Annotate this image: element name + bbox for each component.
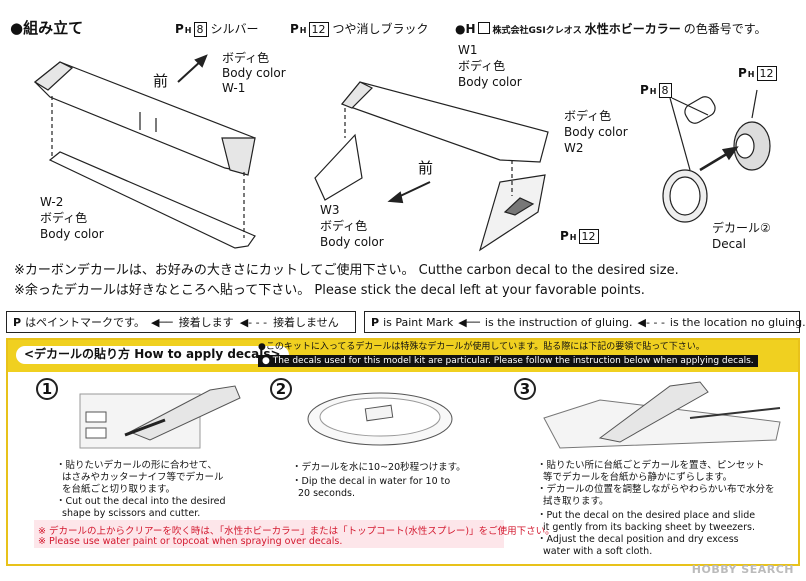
watermark-logo: HOBBY SEARCH [691, 563, 794, 577]
step-1-jp-3: を台紙ごと切り取ります。 [62, 484, 176, 495]
decal-label-en: Decal [712, 237, 746, 251]
step-3-en-2: it gently from its backing sheet by twee… [543, 522, 756, 533]
step-2-en-1: ・Dip the decal in water for 10 to [292, 476, 451, 487]
step-2-illustration [307, 392, 453, 446]
step-1-en-1: ・Cut out the decal into the desired [56, 496, 226, 507]
legend-en-noglue: is the location no gluing. [669, 315, 806, 329]
noglue-arrow-icon: ◀- - - [239, 315, 268, 329]
front-label-mid: 前 [418, 159, 434, 177]
step-1-en-2: shape by scissors and cutter. [62, 508, 201, 519]
step-3-number: 3 [514, 378, 536, 400]
glue-arrow-icon: ◀── [150, 315, 173, 329]
front-arrow-mid [387, 181, 431, 204]
step-3-jp-3: ・デカールの位置を調整しながらやわらかい布で水分を [537, 484, 775, 495]
legend-en-glue: is the instruction of gluing. [484, 315, 633, 329]
w2-left-en: Body color [40, 227, 104, 241]
paint-number: 12 [756, 66, 777, 81]
w1-left-jp: ボディ色 [222, 51, 270, 65]
step-2-number: 2 [270, 378, 292, 400]
part-w1-mid [340, 81, 549, 163]
w1-mid-en: Body color [458, 75, 522, 89]
step-1-number: 1 [36, 378, 58, 400]
step-3-en-4: water with a soft cloth. [543, 546, 653, 557]
legend-en: P is Paint Mark ◀── is the instruction o… [364, 311, 806, 333]
glue-arrow-icon: ◀── [458, 315, 480, 329]
note-carbon-decal: ※カーボンデカールは、お好みの大きさにカットしてご使用下さい。 Cutthe c… [14, 263, 679, 278]
note-leftover-decal: ※余ったデカールは好きなところへ貼って下さい。 Please stick the… [14, 283, 645, 298]
assembly-diagram [33, 54, 771, 252]
w1-left-id: W-1 [222, 81, 246, 95]
paint-number: 12 [308, 22, 329, 37]
part-w3 [314, 133, 363, 201]
w1-left-en: Body color [222, 66, 286, 80]
step-3-illustration [543, 381, 781, 449]
decal-note-jp: ●このキットに入ってるデカールは特殊なデカールが使用しています。貼る際には下記の… [258, 342, 705, 352]
paint-number: 8 [658, 83, 672, 98]
section-title: ●組み立て [10, 19, 84, 37]
step-3-en-3: ・Adjust the decal position and dry exces… [537, 534, 739, 545]
decal-note-en: ● The decals used for this model kit are… [258, 355, 758, 368]
brand-suffix: の色番号です。 [683, 22, 767, 36]
paint-number: 12 [578, 229, 599, 244]
decal-label-jp: デカール② [712, 221, 771, 235]
wing-assembly-mid [314, 81, 549, 252]
paint-number: 8 [193, 22, 207, 37]
step-3-jp-4: 拭き取ります。 [543, 496, 609, 507]
h-prefix: ●H [455, 22, 476, 36]
w3-jp: ボディ色 [320, 219, 368, 233]
legend-en-pmark: is Paint Mark [383, 315, 454, 329]
step-3-jp-2: 等でデカールを台紙から静かにずらします。 [543, 472, 733, 483]
front-arrow-left [177, 54, 208, 83]
legend-jp: P はペイントマークです。 ◀── 接着します ◀- - - 接着しません [6, 311, 356, 333]
empty-number-box [477, 22, 490, 34]
company-name: 株式会社GSIクレオス [492, 26, 582, 36]
front-label-left: 前 [153, 72, 169, 90]
decal-instructions-frame [6, 338, 800, 566]
paint-mark-icon: P [371, 315, 380, 329]
legend-jp-glue: 接着します [178, 316, 234, 329]
w2-left-id: W-2 [40, 195, 64, 209]
step-1-jp-1: ・貼りたいデカールの形に合わせて、 [56, 460, 218, 471]
w1-mid-jp: ボディ色 [458, 59, 506, 73]
paint-mark-icon: P [13, 315, 22, 329]
paint-name: シルバー [210, 22, 259, 36]
warning-band [34, 520, 504, 548]
warning-en: ※ Please use water paint or topcoat when… [38, 536, 343, 547]
paint-brand-note: ●H 株式会社GSIクレオス水性ホビーカラーの色番号です。 [455, 22, 767, 37]
part-w2-left [48, 151, 256, 249]
w2-mid-id: W2 [564, 141, 584, 155]
step-1-jp-2: はさみやカッターナイフ等でデカール [62, 472, 224, 483]
w2-mid-en: Body color [564, 125, 628, 139]
legend-jp-pmark: はペイントマークです。 [25, 316, 145, 329]
legend-jp-noglue: 接着しません [273, 316, 339, 329]
w2-mid-jp: ボディ色 [564, 109, 612, 123]
noglue-arrow-icon: ◀- - - [637, 315, 665, 329]
decal-title: <デカールの貼り方 How to apply decals> [16, 346, 289, 364]
step-3-jp-1: ・貼りたい所に台紙ごとデカールを置き、ピンセット [537, 460, 765, 471]
decal-arrow-right [699, 146, 739, 172]
w2-left-jp: ボディ色 [40, 211, 88, 225]
warning-jp: ※ デカールの上からクリアーを吹く時は、「水性ホビーカラー」または「トップコート… [38, 526, 555, 537]
paint-name: つや消しブラック [332, 22, 429, 36]
wing-assembly-left [33, 61, 256, 249]
w1-mid-id: W1 [458, 43, 478, 57]
step-2-en-2: 20 seconds. [298, 488, 355, 499]
brand-name: 水性ホビーカラー [584, 22, 681, 36]
detail-parts-right [662, 89, 771, 223]
w3-id: W3 [320, 203, 340, 217]
w3-en: Body color [320, 235, 384, 249]
step-3-en-1: ・Put the decal on the desired place and … [537, 510, 756, 521]
step-1-illustration [79, 385, 241, 449]
step-2-jp: ・デカールを水に10~20秒程つけます。 [292, 462, 466, 473]
